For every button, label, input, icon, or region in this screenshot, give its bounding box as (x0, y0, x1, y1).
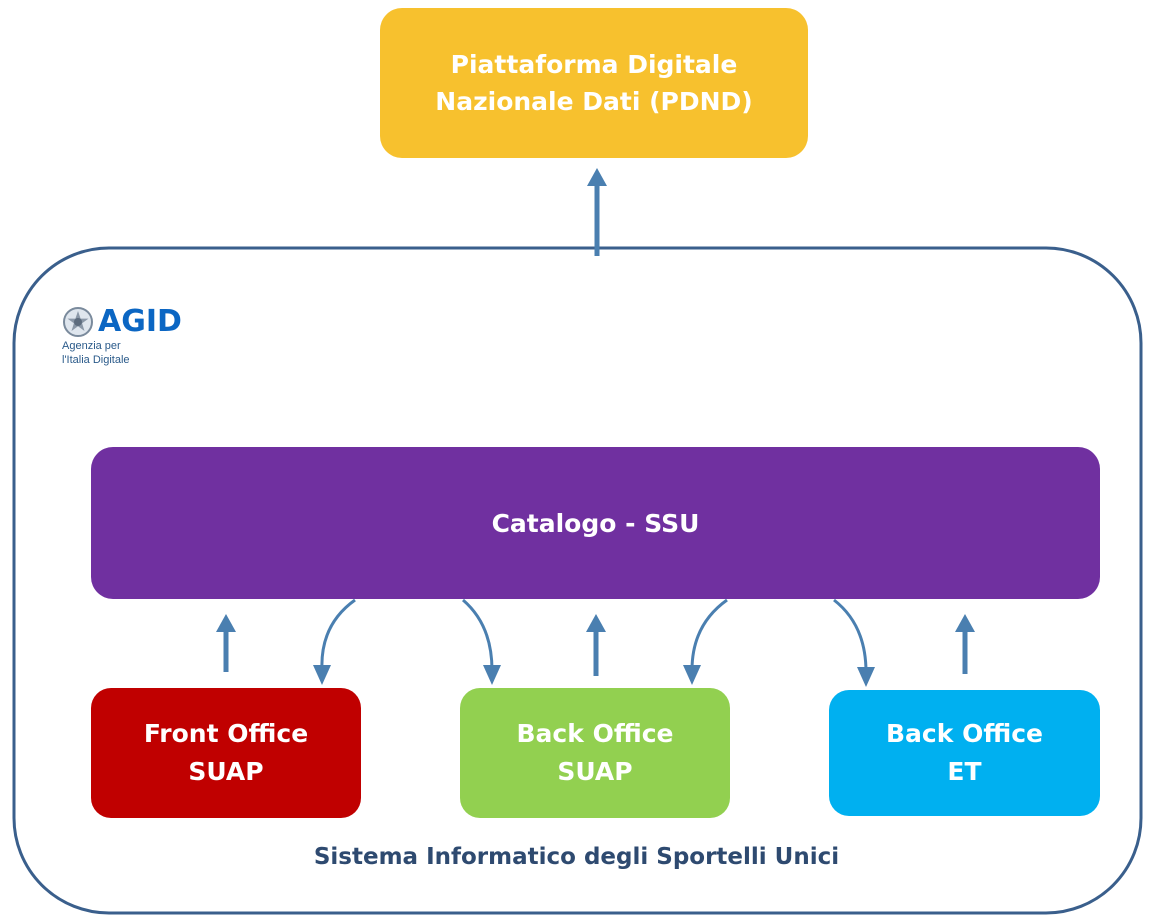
pdnd-label-line2: Nazionale Dati (PDND) (435, 87, 753, 116)
agid-logo-title: AGID (98, 304, 182, 339)
system-label: Sistema Informatico degli Sportelli Unic… (313, 844, 840, 870)
back-office-suap-label-line2: SUAP (557, 757, 633, 786)
arrow-catalogo-to-back-office-suap-right (690, 598, 728, 671)
arrow-catalogo-to-back-office-suap-left (462, 598, 494, 671)
front-office-suap-node: Front Office SUAP (91, 688, 361, 818)
agid-logo-subtitle-line2: l'Italia Digitale (62, 354, 130, 366)
arrowhead-back-office-suap-right (683, 665, 701, 685)
arrowhead-back-office-suap-up (586, 614, 606, 632)
arrow-catalogo-to-front-office (320, 598, 356, 671)
arrowhead-back-office-suap-left (483, 665, 501, 685)
back-office-et-node: Back Office ET (829, 690, 1100, 816)
catalogo-ssu-label: Catalogo - SSU (491, 508, 700, 538)
italian-emblem-icon (63, 307, 93, 337)
arrowhead-back-office-et-down (857, 667, 875, 687)
pdnd-label-line1: Piattaforma Digitale (450, 50, 738, 79)
arrowhead-pdnd (587, 168, 607, 186)
back-office-suap-node: Back Office SUAP (460, 688, 730, 818)
arrowhead-front-office-down (313, 665, 331, 685)
front-office-suap-label-line2: SUAP (188, 757, 264, 786)
system-container (12, 246, 1143, 915)
agid-logo: AGID Agenzia per l'Italia Digitale (62, 305, 182, 367)
catalogo-ssu-node: Catalogo - SSU (91, 447, 1100, 599)
arrowhead-front-office-up (216, 614, 236, 632)
back-office-et-label-line2: ET (947, 757, 982, 786)
arrowhead-back-office-et-up (955, 614, 975, 632)
arrow-catalogo-to-back-office-et (833, 598, 868, 673)
back-office-et-label-line1: Back Office (886, 719, 1043, 748)
back-office-suap-label-line1: Back Office (516, 719, 674, 748)
agid-logo-subtitle-line1: Agenzia per (62, 340, 121, 352)
pdnd-node: Piattaforma Digitale Nazionale Dati (PDN… (380, 8, 808, 158)
front-office-suap-label-line1: Front Office (143, 719, 309, 748)
